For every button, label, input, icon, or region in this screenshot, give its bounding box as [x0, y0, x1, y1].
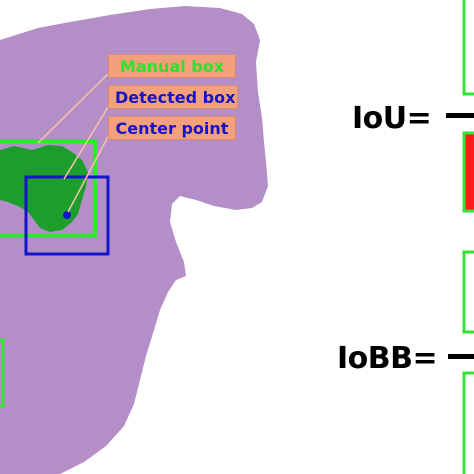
left-edge-green-box	[0, 338, 5, 408]
callout-line-manual	[37, 73, 109, 144]
iou-formula-label: IoU=	[352, 101, 432, 136]
iou-denominator-box	[462, 131, 474, 213]
legend-manual-box-label: Manual box	[108, 54, 236, 78]
legend-detected-box-label: Detected box	[108, 85, 238, 109]
lesion-region	[0, 145, 88, 232]
center-point	[63, 211, 71, 219]
iobb-formula-label: IoBB=	[337, 341, 438, 376]
detected-box	[24, 175, 110, 256]
iobb-denominator-box	[462, 371, 474, 474]
iou-fraction-bar	[446, 113, 474, 118]
iobb-fraction-bar	[448, 354, 474, 359]
manual-box	[0, 139, 97, 238]
legend-center-point-label: Center point	[108, 116, 236, 140]
callout-line-detected	[63, 103, 111, 180]
callout-line-center	[67, 132, 111, 213]
iou-numerator-box	[462, 0, 474, 96]
iobb-numerator-box	[462, 250, 474, 334]
